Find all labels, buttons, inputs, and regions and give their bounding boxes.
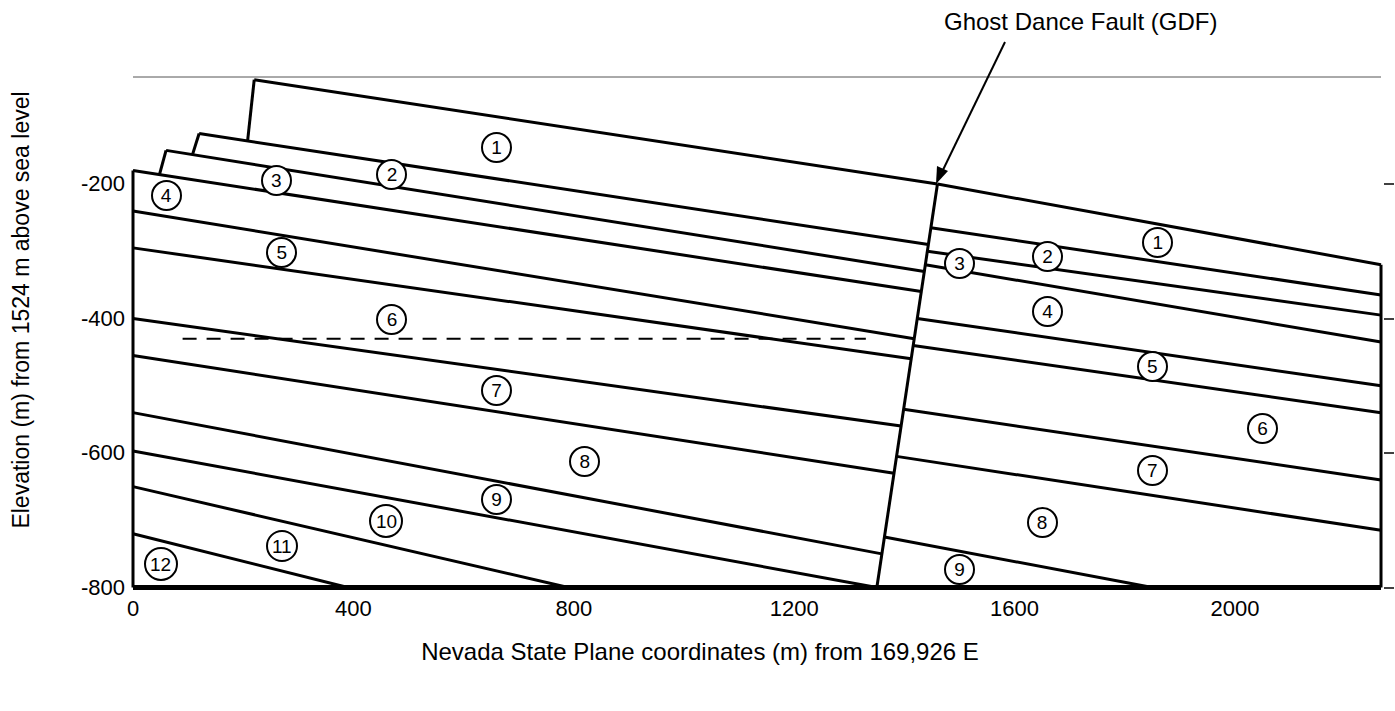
layer-number-circle: 8	[569, 446, 600, 477]
layer-number-circle: 2	[1032, 241, 1063, 272]
layer-boundary	[133, 355, 894, 473]
step-scarp	[159, 150, 166, 174]
layer-boundary	[166, 150, 924, 271]
arrow-head	[936, 166, 948, 184]
tick-mark	[1384, 183, 1394, 185]
fault-label: Ghost Dance Fault (GDF)	[944, 10, 1217, 34]
layer-boundary	[133, 248, 911, 359]
layer-number-circle: 3	[944, 248, 975, 279]
layer-boundary	[199, 134, 928, 245]
tick-mark	[1384, 587, 1394, 589]
layer-number-circle: 10	[369, 504, 403, 538]
layer-boundary	[133, 211, 914, 339]
tick-label: -400	[81, 308, 125, 330]
layer-number-circle: 7	[481, 375, 512, 406]
step-scarp	[193, 134, 200, 155]
layer-number-circle: 9	[481, 484, 512, 515]
axis-title: Nevada State Plane coordinates (m) from …	[421, 640, 979, 664]
tick-label: 0	[127, 598, 139, 620]
tick-label: 400	[335, 598, 372, 620]
layer-number-circle: 8	[1027, 507, 1058, 538]
tick-mark	[1384, 318, 1394, 320]
section-edge	[132, 171, 135, 588]
layer-number-circle: 9	[944, 554, 975, 585]
callout-number: 1	[1153, 233, 1164, 252]
callout-number: 8	[580, 452, 591, 471]
callout-number: 9	[491, 490, 502, 509]
layer-number-circle: 7	[1137, 455, 1168, 486]
callout-number: 5	[276, 243, 287, 262]
layer-number-circle: 12	[144, 547, 178, 581]
tick-label: -200	[81, 173, 125, 195]
layer-boundary	[133, 451, 877, 588]
tick-label: 1600	[990, 598, 1039, 620]
callout-number: 5	[1147, 357, 1158, 376]
callout-number: 2	[1042, 247, 1053, 266]
callout-number: 6	[387, 310, 398, 329]
callout-number: 3	[271, 171, 282, 190]
callout-number: 2	[387, 165, 398, 184]
layer-number-circle: 1	[481, 132, 512, 163]
layer-number-circle: 4	[151, 180, 182, 211]
layer-number-circle: 4	[1032, 296, 1063, 327]
callout-number: 6	[1257, 419, 1268, 438]
layer-boundary	[133, 413, 882, 554]
fault-line	[877, 184, 938, 588]
tick-label: 2000	[1211, 598, 1260, 620]
layer-boundary	[254, 80, 937, 184]
callout-number: 1	[491, 138, 502, 157]
tick-mark	[1384, 452, 1394, 454]
callout-number: 4	[1042, 302, 1053, 321]
tick-label: -800	[81, 577, 125, 599]
tick-label: 1200	[770, 598, 819, 620]
section-base	[133, 585, 1381, 590]
layer-number-circle: 5	[266, 237, 297, 268]
tick-label: 800	[555, 598, 592, 620]
layer-number-circle: 6	[1247, 413, 1278, 444]
top-frame-line	[133, 77, 1381, 78]
callout-number: 10	[376, 512, 397, 531]
layer-boundary	[937, 184, 1381, 265]
leader-line	[941, 42, 1005, 174]
layer-number-circle: 11	[266, 530, 298, 562]
layer-number-circle: 5	[1137, 351, 1168, 382]
layer-boundary	[884, 537, 1152, 587]
section-edge	[1380, 265, 1383, 588]
callout-number: 4	[161, 186, 172, 205]
layer-boundary	[917, 319, 1381, 386]
layer-number-circle: 1	[1142, 227, 1173, 258]
callout-number: 12	[150, 555, 171, 574]
layer-boundary	[133, 534, 348, 588]
callout-number: 8	[1037, 513, 1048, 532]
layer-boundary	[913, 345, 1381, 412]
callout-number: 11	[272, 537, 292, 556]
callout-number: 9	[954, 560, 965, 579]
callout-number: 3	[954, 254, 965, 273]
layer-number-circle: 2	[376, 159, 407, 190]
step-scarp	[248, 80, 255, 141]
layer-number-circle: 3	[261, 165, 292, 196]
layer-number-circle: 6	[376, 304, 407, 335]
callout-number: 7	[1147, 461, 1158, 480]
axis-title: Elevation (m) from 1524 m above sea leve…	[10, 91, 33, 528]
callout-number: 7	[491, 381, 502, 400]
tick-label: -600	[81, 442, 125, 464]
layer-boundary	[927, 251, 1381, 315]
dashed-line	[183, 338, 866, 340]
